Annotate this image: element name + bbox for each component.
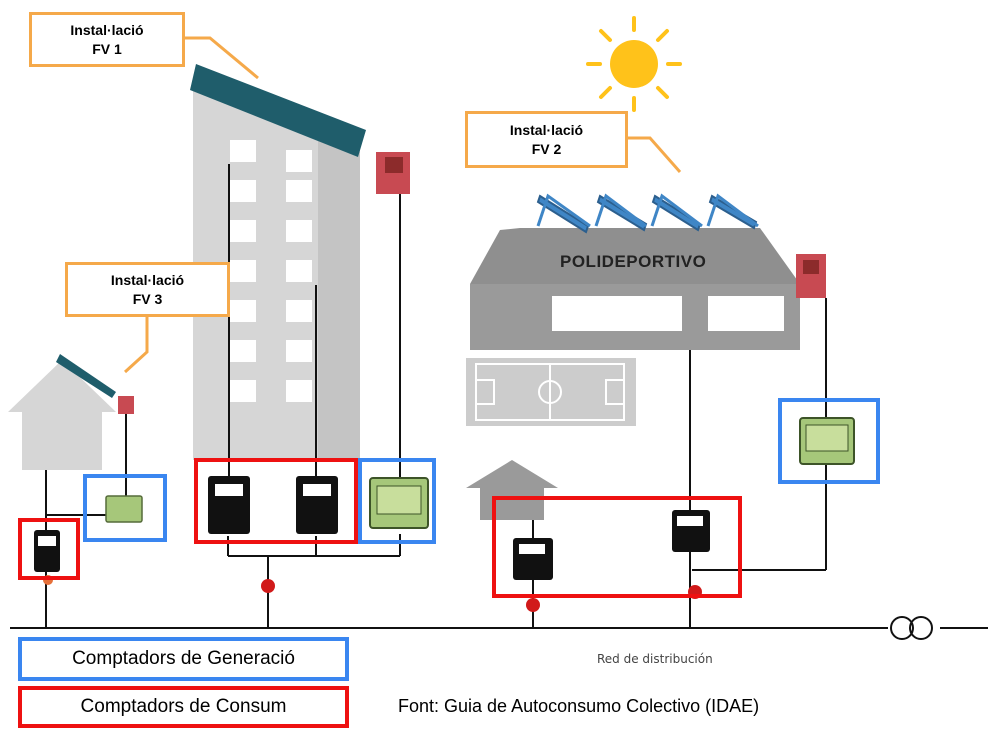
- callout-fv1-label: Instal·lació FV 1: [70, 21, 144, 57]
- legend-consumption-label: Comptadors de Consum: [80, 696, 287, 717]
- generation-meter-fv1: [369, 477, 429, 529]
- consumption-meters: [34, 476, 710, 580]
- callout-fv3: Instal·lació FV 3: [65, 262, 230, 317]
- consumption-meter-1: [208, 476, 250, 534]
- legend-consumption-meters: Comptadors de Consum: [18, 686, 349, 728]
- inverter-fv3: [118, 396, 134, 414]
- consumption-meter-shed: [513, 538, 553, 580]
- house: [8, 360, 116, 470]
- football-pitch: [466, 358, 636, 426]
- sun-icon: [586, 16, 682, 112]
- inverter-fv2: [796, 254, 826, 298]
- solar-panel-fv1: [190, 64, 366, 157]
- sports-center-label: POLIDEPORTIVO: [560, 252, 707, 271]
- connection-nodes: [43, 575, 702, 612]
- shed: [466, 460, 558, 520]
- source-note: Font: Guia de Autoconsumo Colectivo (IDA…: [398, 696, 760, 716]
- apartment-building: [193, 82, 360, 460]
- generation-meter-house: [105, 495, 143, 523]
- solar-panels-fv2: [536, 194, 758, 234]
- callout-fv3-label: Instal·lació FV 3: [110, 271, 185, 307]
- consumption-meter-highlights: [18, 458, 742, 598]
- legend-generation-label: Comptadors de Generació: [72, 648, 295, 669]
- callout-leaders: [123, 36, 682, 374]
- solar-panel-fv3: [56, 354, 116, 398]
- callout-fv1: Instal·lació FV 1: [29, 12, 185, 67]
- consumption-meter-house: [34, 530, 60, 572]
- generation-meter-fv2: [799, 417, 855, 465]
- callout-fv2: Instal·lació FV 2: [465, 111, 628, 168]
- legend-generation-meters: Comptadors de Generació: [18, 637, 349, 681]
- distribution-grid-label: Red de distribución: [597, 652, 713, 666]
- consumption-meter-2: [296, 476, 338, 534]
- generation-meter-highlights: [83, 398, 880, 544]
- inverter-fv1: [376, 152, 410, 194]
- generation-meters: [105, 417, 855, 529]
- consumption-meter-sports: [672, 510, 710, 552]
- callout-fv2-label: Instal·lació FV 2: [509, 121, 584, 157]
- sports-center: [470, 228, 800, 350]
- transformer-icon: [890, 616, 933, 640]
